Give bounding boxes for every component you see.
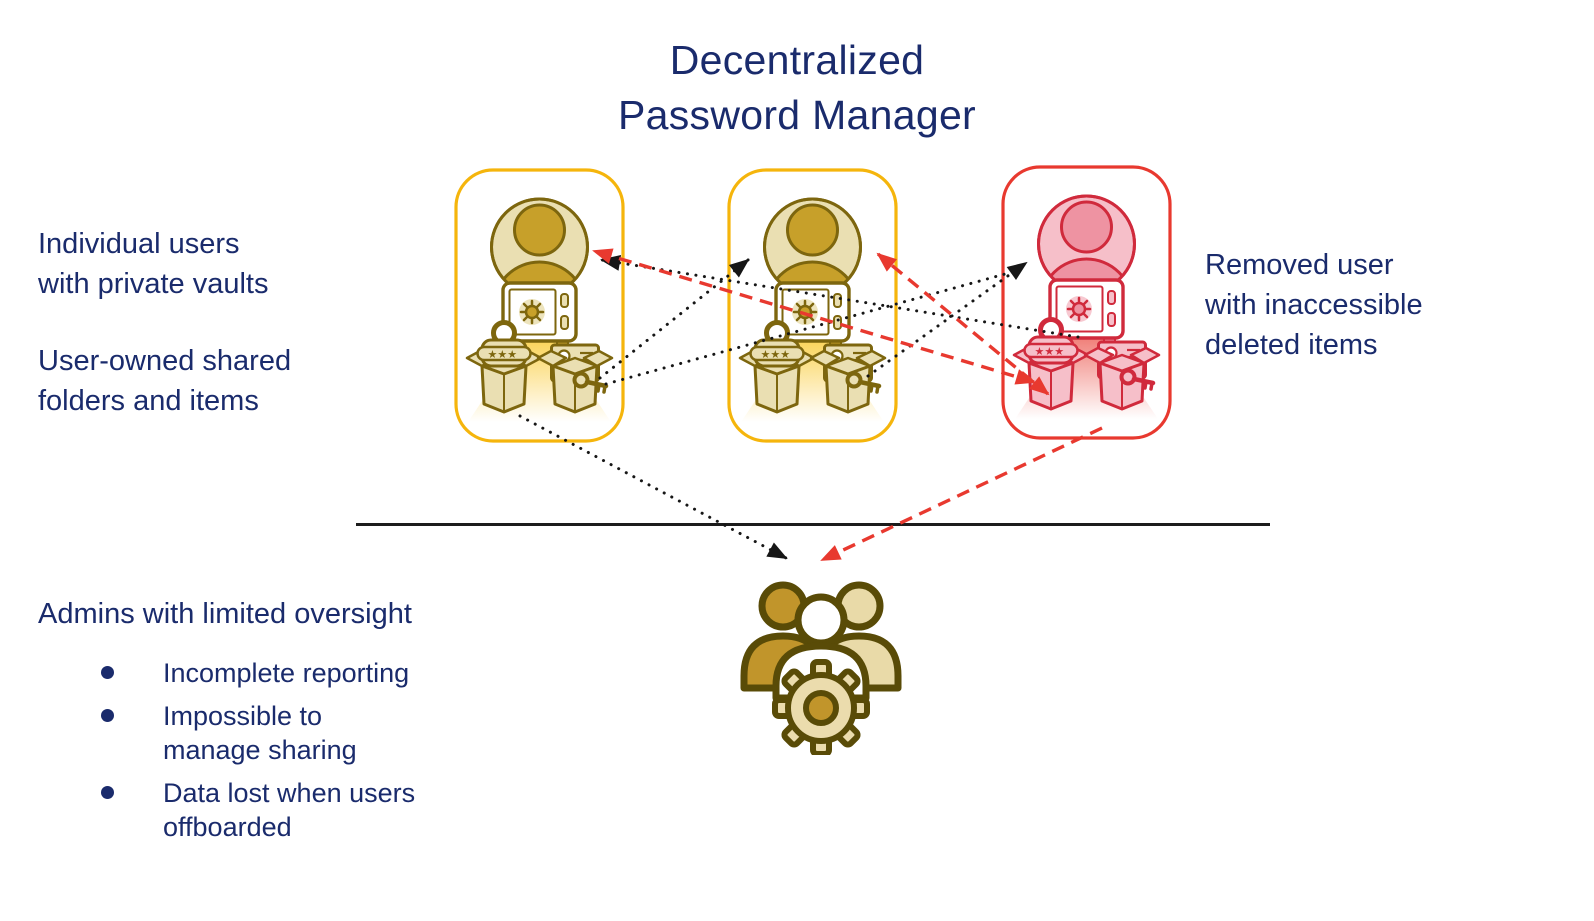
admin-team-gear-icon bbox=[740, 581, 902, 757]
shared-password-item-icon: ★★★ bbox=[465, 320, 543, 414]
list-item: Incomplete reporting bbox=[101, 656, 621, 690]
label-individual-users: Individual users with private vaults bbox=[38, 228, 269, 300]
admin-group bbox=[736, 570, 906, 760]
bullet-icon bbox=[101, 709, 114, 722]
list-item: Impossible to manage sharing bbox=[101, 699, 621, 767]
user-card-graphic: ★★★ bbox=[727, 168, 898, 443]
bullet-text: Incomplete reporting bbox=[163, 658, 410, 688]
bullet-text: Impossible to manage sharing bbox=[163, 701, 357, 765]
admins-heading: Admins with limited oversight bbox=[38, 598, 412, 630]
card-user-2: ★★★ bbox=[727, 168, 898, 443]
gear-icon bbox=[772, 659, 870, 757]
user-card-graphic: ★★★ bbox=[1001, 165, 1172, 440]
bullet-icon bbox=[101, 666, 114, 679]
card-user-1: ★★★ bbox=[454, 168, 625, 443]
list-item: Data lost when users offboarded bbox=[101, 776, 621, 844]
bullet-icon bbox=[101, 786, 114, 799]
bullet-text: Data lost when users offboarded bbox=[163, 778, 416, 842]
card-removed-user: ★★★ bbox=[1001, 165, 1172, 440]
key-icon bbox=[1119, 368, 1156, 391]
label-user-owned-shared: User-owned shared folders and items bbox=[38, 345, 292, 417]
label-removed-user: Removed user with inaccessible deleted i… bbox=[1205, 249, 1423, 361]
admin-bullet-list: Incomplete reporting Impossible to manag… bbox=[101, 656, 621, 853]
masked-password-stars: ★★★ bbox=[488, 348, 518, 361]
page-title: Decentralized Password Manager bbox=[617, 37, 977, 138]
user-card-graphic: ★★★ bbox=[454, 168, 625, 443]
shared-credential-item-icon bbox=[1083, 340, 1161, 411]
arrow-removed-user-to-admin bbox=[820, 426, 1103, 562]
separator-line bbox=[356, 523, 1270, 526]
masked-password-stars: ★★★ bbox=[761, 348, 791, 361]
masked-password-stars: ★★★ bbox=[1035, 345, 1065, 358]
